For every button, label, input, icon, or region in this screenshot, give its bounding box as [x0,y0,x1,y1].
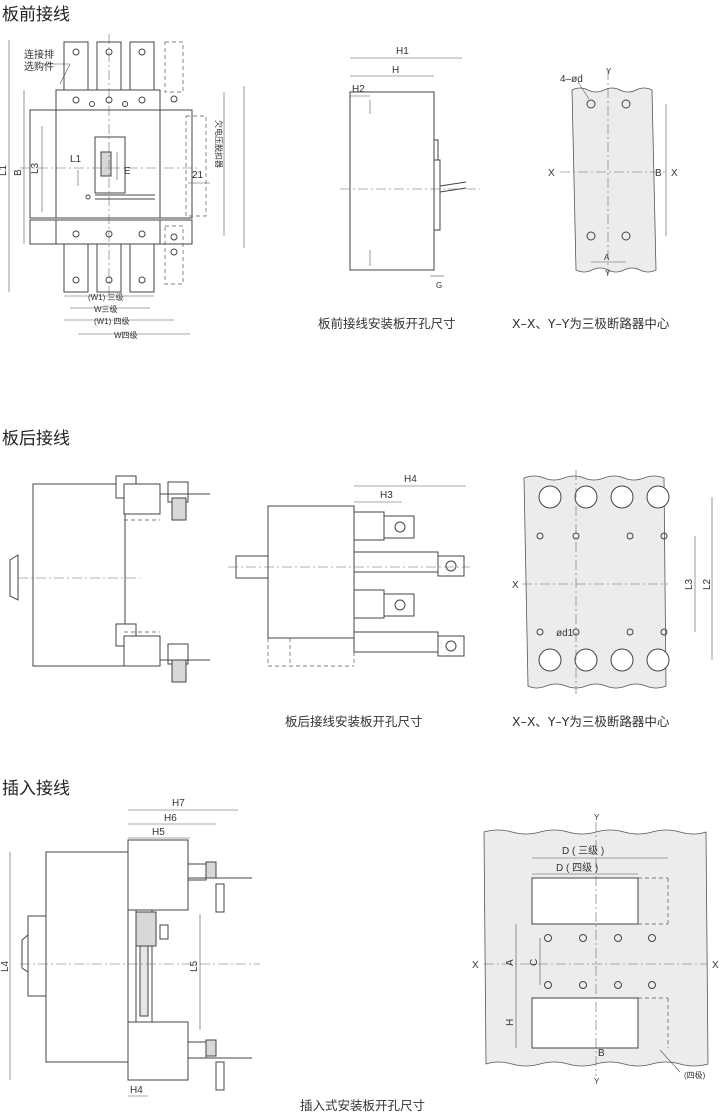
plugin-panel-cutout [483,822,709,1076]
dim-plugin-A: A [505,959,516,966]
dim-D4: D ( 四级 ) [556,862,598,874]
dim-L1-left: L1 [0,164,9,176]
front-side-view [340,57,480,277]
caption-front-right: X–X、Y–Y为三极断路器中心 [512,316,670,331]
dim-rear-H3: H3 [380,490,393,501]
label-rear-X: X [512,580,519,591]
label-plugin-Y-bottom: Y [594,1077,600,1086]
rear-panel-cutout [522,470,713,694]
front-view-breaker [8,34,245,335]
dim-plugin-B: B [598,1048,605,1059]
rear-side-view [9,475,210,683]
label-plugin-X-left: X [472,960,479,971]
front-panel-cutout [560,70,667,275]
dim-H7: H7 [172,798,185,809]
label-X-right: X [671,168,678,179]
dim-B: B [13,169,24,176]
dim-rear-H4: H4 [404,474,417,485]
dim-rear-L2: L2 [702,578,713,590]
dim-plugin-H4: H4 [130,1085,143,1096]
dim-H1: H1 [396,46,409,57]
dim-H5: H5 [152,827,165,838]
section-title-plugin: 插入接线 [2,779,70,799]
label-B: B [655,168,662,179]
label-plugin-X-right: X [712,960,719,971]
dim-W1-3: (W1) 三级 [88,292,124,302]
dim-H6: H6 [164,813,177,824]
dim-L4: L4 [0,960,11,972]
dim-plugin-C: C [529,959,540,966]
caption-front-left: 板前接线安装板开孔尺寸 [318,316,456,331]
rear-top-view [228,485,470,667]
label-plugin-Y-top: Y [594,813,600,822]
label-Y-bottom: Y [605,269,611,278]
label-four-pole: (四极) [684,1070,706,1080]
dim-L5: L5 [189,960,200,972]
dim-W1-4: (W1) 四级 [94,316,130,326]
dim-E: E [124,166,131,177]
label-holes: 4–ød [560,74,583,85]
section-title-front: 板前接线 [2,5,70,25]
dim-rear-L3: L3 [684,578,695,590]
dim-W-3: W三级 [94,304,118,314]
label-X-left: X [548,168,555,179]
label-A: A [604,253,610,262]
dim-G: G [436,281,442,290]
caption-rear-left: 板后接线安装板开孔尺寸 [285,714,423,729]
caption-plugin: 插入式安装板开孔尺寸 [300,1098,425,1113]
label-Y-top: Y [606,67,612,76]
dim-H2: H2 [352,84,365,95]
plugin-side-view [9,809,260,1097]
note-accessory: 欠电压脱扣器 [214,120,224,168]
section-title-rear: 板后接线 [2,429,70,449]
dim-H: H [392,65,399,76]
label-rear-d1: ød1 [556,628,574,639]
dim-21: 21 [192,170,204,181]
dim-L3: L3 [30,162,41,174]
dim-D3: D ( 三级 ) [562,845,604,857]
dim-L1-inner: L1 [70,154,82,165]
dim-plugin-H: H [505,1019,516,1026]
note-connector-1: 连接排 [24,48,54,61]
caption-rear-right: X–X、Y–Y为三极断路器中心 [512,714,670,729]
dim-W-4: W四级 [114,330,138,340]
note-connector-2: 选购件 [24,60,54,73]
